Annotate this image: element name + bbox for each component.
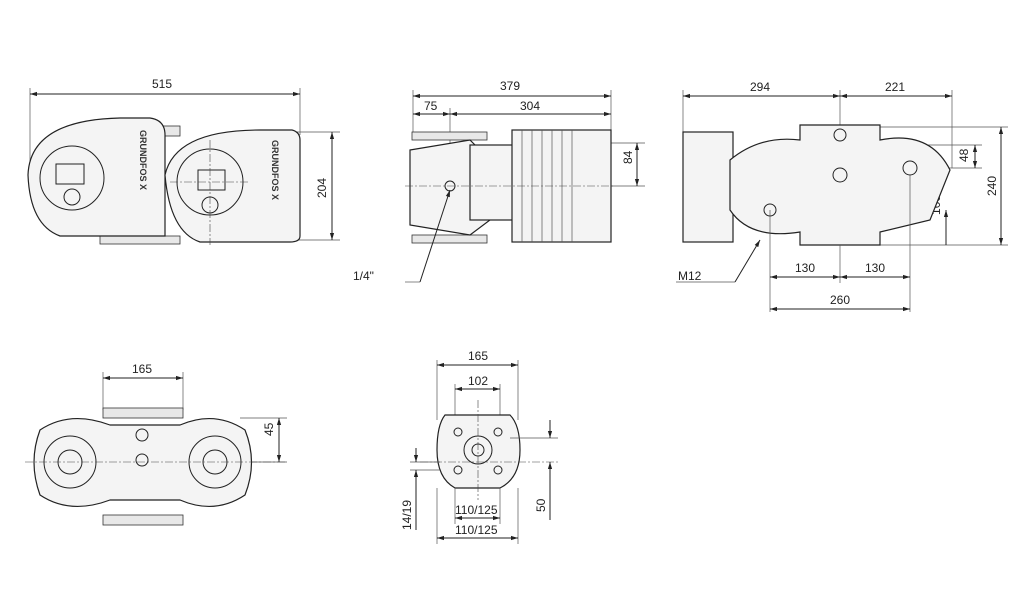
pump-housing-end [729, 124, 951, 246]
logo-right: GRUNDFOS X [270, 140, 280, 200]
dim-bolt-inner: 110/125 [455, 503, 498, 517]
dim-flange-outer: 165 [468, 349, 488, 363]
dim-bolt-circle: 102 [468, 374, 488, 388]
logo-left: GRUNDFOS X [138, 130, 148, 190]
dim-end-right: 221 [885, 80, 905, 94]
dim-240: 240 [985, 176, 999, 196]
dim-bolt-outer: 110/125 [455, 523, 498, 537]
dim-flange-height: 50 [534, 498, 548, 512]
top-view: 515 204 GRUNDFOS X GRUNDFOS X [27, 77, 340, 245]
flange-view: 165 102 14/19 50 110/125 110/125 [400, 349, 560, 544]
dim-130-left: 130 [795, 261, 815, 275]
dim-bottom-width: 165 [132, 362, 152, 376]
pump-body-bottom [33, 417, 253, 508]
dim-overall-length: 515 [152, 77, 172, 91]
dim-inlet: 75 [424, 99, 438, 113]
dim-260: 260 [830, 293, 850, 307]
dim-height: 204 [315, 178, 329, 198]
dim-48: 48 [957, 148, 971, 162]
dim-overall-side: 379 [500, 79, 520, 93]
flange-plate [436, 414, 521, 489]
dim-130-right: 130 [865, 261, 885, 275]
side-view: 379 75 304 84 1/4" [353, 79, 645, 283]
dim-end-left: 294 [750, 80, 770, 94]
dim-offset-45: 45 [262, 422, 276, 436]
dim-motor: 304 [520, 99, 540, 113]
dim-holes: 14/19 [400, 500, 414, 530]
dim-axis-offset: 84 [621, 150, 635, 164]
port-label: 1/4" [353, 269, 374, 283]
pump-head-right [164, 129, 301, 243]
thread-label: M12 [678, 269, 702, 283]
bottom-view: 165 45 [25, 362, 287, 526]
end-view: 294 221 48 240 160 130 130 260 M12 [676, 80, 1008, 312]
